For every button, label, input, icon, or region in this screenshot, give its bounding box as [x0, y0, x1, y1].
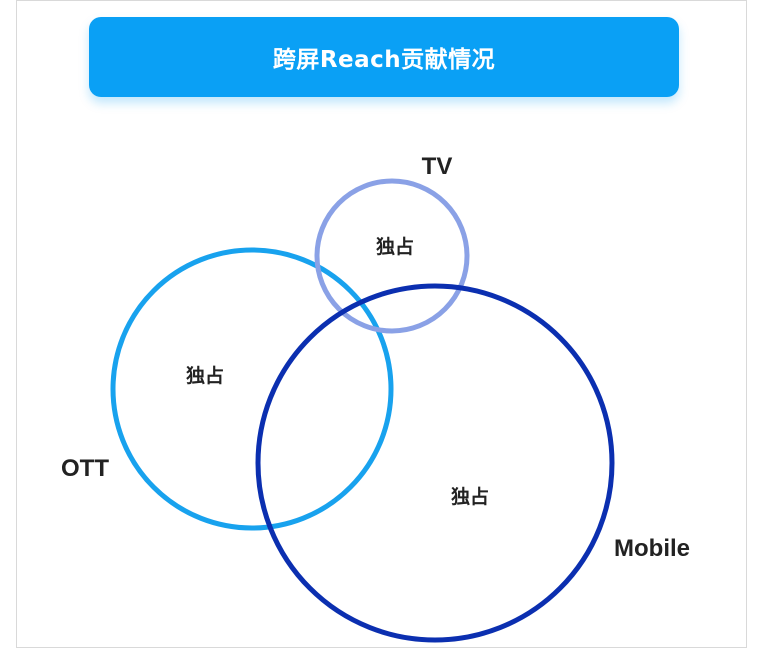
mobile-label: Mobile [614, 535, 690, 562]
ott-exclusive-label: 独占 [186, 364, 224, 387]
tv-label: TV [422, 153, 453, 180]
tv-exclusive-label: 独占 [376, 235, 414, 258]
ott-circle [110, 247, 394, 531]
ott-label: OTT [61, 455, 109, 482]
diagram-frame [16, 0, 747, 648]
mobile-exclusive-label: 独占 [451, 485, 489, 508]
mobile-circle [255, 283, 615, 643]
diagram-title: 跨屏Reach贡献情况 [272, 47, 496, 73]
title-banner: 跨屏Reach贡献情况 [89, 17, 679, 97]
tv-circle [314, 178, 470, 334]
